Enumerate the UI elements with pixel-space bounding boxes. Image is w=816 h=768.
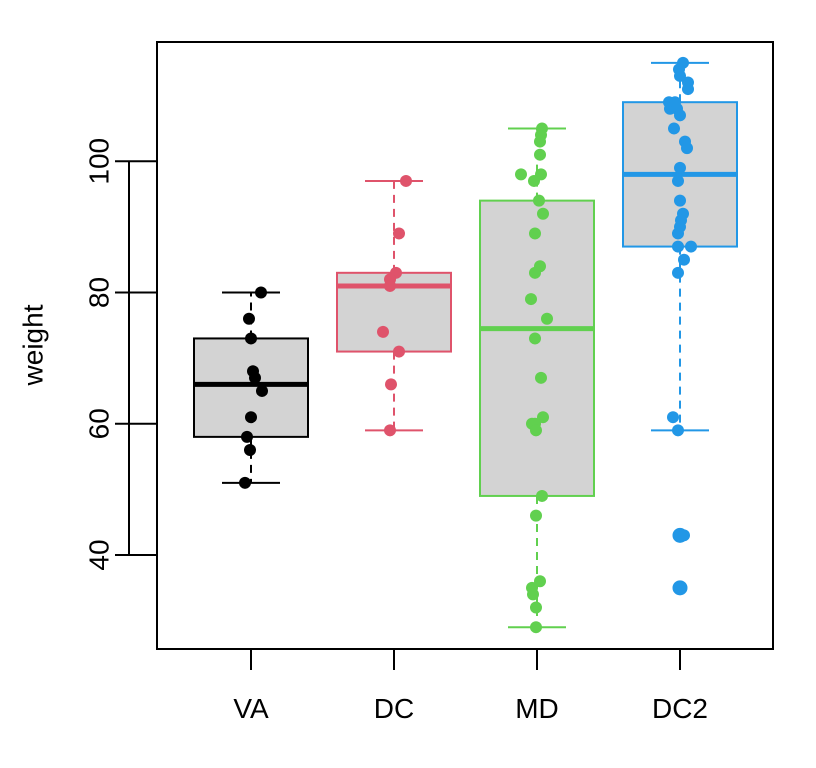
x-tick-label: MD bbox=[515, 693, 559, 724]
data-point bbox=[681, 142, 693, 155]
data-point bbox=[535, 371, 547, 384]
data-point bbox=[667, 411, 679, 424]
data-point bbox=[385, 378, 397, 391]
data-point bbox=[377, 325, 389, 338]
data-point bbox=[239, 476, 251, 489]
data-point bbox=[534, 135, 546, 148]
data-point bbox=[678, 529, 690, 542]
data-point bbox=[672, 227, 684, 240]
data-point bbox=[675, 581, 687, 594]
data-point bbox=[537, 411, 549, 424]
data-point bbox=[256, 384, 268, 397]
data-point bbox=[674, 109, 686, 122]
data-point bbox=[672, 266, 684, 279]
x-tick-label: VA bbox=[233, 693, 269, 724]
data-point bbox=[384, 424, 396, 437]
data-point bbox=[674, 194, 686, 207]
x-tick-label: DC2 bbox=[652, 693, 708, 724]
data-point bbox=[529, 266, 541, 279]
data-point bbox=[529, 332, 541, 345]
data-point bbox=[244, 444, 256, 456]
data-point bbox=[530, 424, 542, 437]
data-point bbox=[533, 194, 545, 207]
data-point bbox=[674, 69, 686, 82]
data-point bbox=[243, 312, 255, 325]
data-point bbox=[685, 240, 697, 253]
iqr-box bbox=[479, 199, 595, 497]
data-point bbox=[536, 489, 548, 502]
data-point bbox=[255, 286, 267, 299]
y-axis-label: weight bbox=[17, 304, 48, 386]
points-va bbox=[239, 286, 268, 489]
data-point bbox=[525, 293, 537, 306]
data-point bbox=[400, 174, 412, 187]
data-point bbox=[245, 332, 257, 345]
data-point bbox=[682, 83, 694, 96]
points-dc2 bbox=[663, 56, 697, 594]
data-point bbox=[530, 601, 542, 614]
data-point bbox=[530, 621, 542, 634]
data-point bbox=[530, 509, 542, 522]
y-tick-label: 60 bbox=[83, 408, 114, 439]
data-point bbox=[672, 174, 684, 187]
data-point bbox=[527, 588, 539, 601]
data-point bbox=[672, 240, 684, 253]
data-point bbox=[515, 168, 527, 181]
data-point bbox=[384, 279, 396, 292]
data-point bbox=[241, 430, 253, 443]
data-point bbox=[672, 424, 684, 437]
chart-marks bbox=[193, 56, 738, 634]
y-tick-label: 100 bbox=[83, 138, 114, 185]
data-point bbox=[245, 411, 257, 424]
x-tick-label: DC bbox=[374, 693, 414, 724]
points-dc bbox=[377, 174, 412, 437]
data-point bbox=[393, 227, 405, 240]
data-point bbox=[537, 207, 549, 220]
data-point bbox=[678, 253, 690, 266]
data-point bbox=[534, 148, 546, 161]
data-point bbox=[534, 575, 546, 588]
data-point bbox=[529, 227, 541, 240]
data-point bbox=[674, 161, 686, 174]
data-point bbox=[249, 371, 261, 384]
data-point bbox=[668, 122, 680, 135]
points-md bbox=[515, 122, 553, 634]
y-tick-label: 80 bbox=[83, 277, 114, 308]
box-dc bbox=[336, 179, 452, 432]
data-point bbox=[541, 312, 553, 325]
y-tick-label: 40 bbox=[83, 539, 114, 570]
data-point bbox=[528, 174, 540, 187]
data-point bbox=[393, 345, 405, 358]
